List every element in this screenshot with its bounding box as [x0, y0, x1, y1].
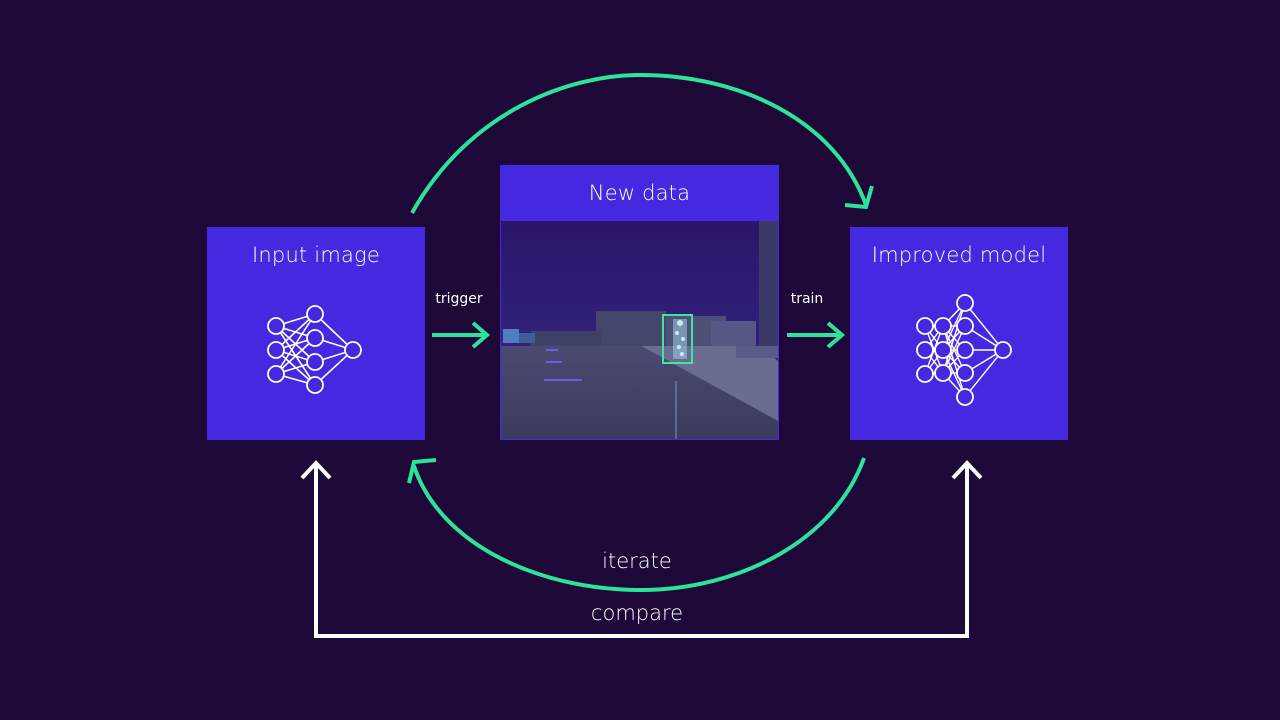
pedestrian-figure [673, 319, 687, 359]
compare-arrow [314, 465, 969, 638]
improved-model-title: Improved model [871, 243, 1047, 267]
train-arrowhead [826, 321, 846, 349]
new-data-node: New data [500, 165, 779, 440]
iterate-label: iterate [602, 549, 672, 573]
neural-network-icon [267, 305, 362, 394]
compare-label: compare [590, 601, 684, 625]
detection-box [662, 314, 693, 364]
compare-arrowhead-left [300, 460, 332, 480]
input-image-node: Input image [207, 227, 425, 440]
neural-network-icon [916, 294, 1012, 406]
train-label: train [790, 291, 824, 307]
new-data-title: New data [588, 181, 691, 205]
compare-arrowhead-right [951, 460, 983, 480]
bottom-loop-arrow [412, 457, 866, 593]
improved-model-node: Improved model [850, 227, 1068, 440]
input-image-title: Input image [252, 243, 380, 267]
bottom-loop-arrowhead [407, 458, 437, 484]
trigger-arrowhead [471, 321, 491, 349]
top-loop-arrow [410, 72, 868, 214]
scene-image [501, 221, 778, 439]
trigger-label: trigger [435, 291, 483, 307]
top-loop-arrowhead [844, 185, 874, 210]
